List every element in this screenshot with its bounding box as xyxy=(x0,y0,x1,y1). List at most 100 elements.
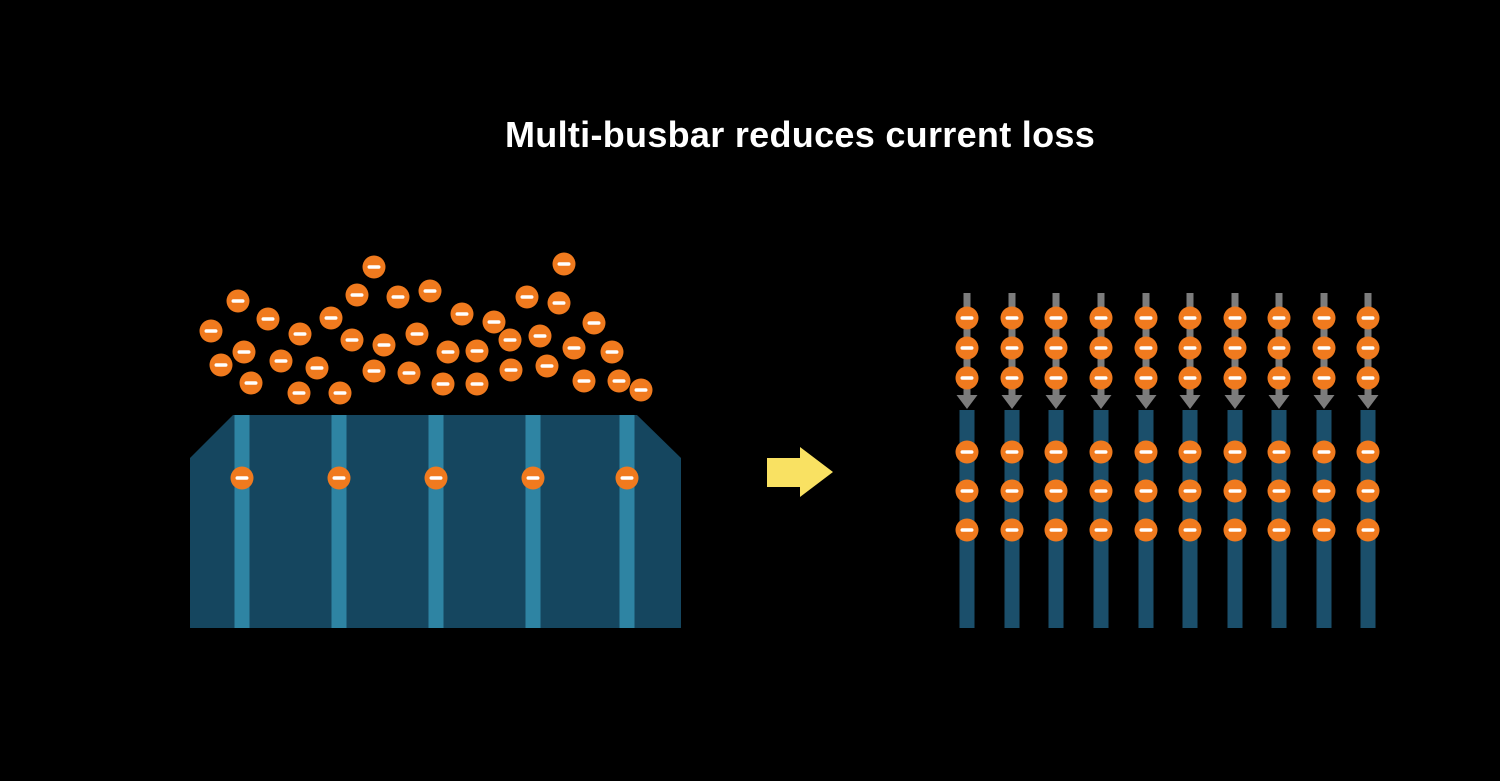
electron-minus xyxy=(1049,450,1063,454)
electron-icon xyxy=(582,311,606,335)
electron-icon xyxy=(362,255,386,279)
electron-minus xyxy=(960,316,974,320)
electron-minus xyxy=(1361,316,1375,320)
electron-minus xyxy=(1361,528,1375,532)
electron-icon xyxy=(1000,336,1024,360)
electron-icon xyxy=(1267,479,1291,503)
electron-minus xyxy=(960,376,974,380)
electron-minus xyxy=(960,450,974,454)
electron-icon xyxy=(436,340,460,364)
electron-icon xyxy=(450,302,474,326)
electron-icon xyxy=(431,372,455,396)
flow-arrow-head-icon xyxy=(1268,395,1290,409)
electron-minus xyxy=(1094,489,1108,493)
busbar-stripe xyxy=(428,415,444,628)
electron-minus xyxy=(1317,450,1331,454)
electron-icon xyxy=(1312,306,1336,330)
electron-minus xyxy=(1272,528,1286,532)
electron-icon xyxy=(362,359,386,383)
electron-minus xyxy=(526,476,540,480)
electron-icon xyxy=(230,466,254,490)
electron-minus xyxy=(367,265,381,269)
busbar-stripe xyxy=(619,415,635,628)
electron-minus xyxy=(1183,528,1197,532)
electron-icon xyxy=(1178,336,1202,360)
electron-icon xyxy=(372,333,396,357)
electron-icon xyxy=(1000,306,1024,330)
electron-icon xyxy=(226,289,250,313)
electron-icon xyxy=(1223,366,1247,390)
electron-icon xyxy=(1178,366,1202,390)
electron-minus xyxy=(441,350,455,354)
electron-minus xyxy=(235,476,249,480)
electron-minus xyxy=(274,359,288,363)
electron-icon xyxy=(600,340,624,364)
flow-arrow-head-icon xyxy=(1135,395,1157,409)
electron-minus xyxy=(1049,489,1063,493)
electron-icon xyxy=(1267,336,1291,360)
electron-minus xyxy=(470,349,484,353)
electron-minus xyxy=(345,338,359,342)
electron-icon xyxy=(629,378,653,402)
electron-minus xyxy=(587,321,601,325)
electron-minus xyxy=(1317,346,1331,350)
electron-icon xyxy=(499,358,523,382)
electron-minus xyxy=(1005,528,1019,532)
electron-icon xyxy=(562,336,586,360)
electron-minus xyxy=(1139,346,1153,350)
electron-minus xyxy=(367,369,381,373)
electron-minus xyxy=(605,350,619,354)
electron-minus xyxy=(1272,489,1286,493)
electron-minus xyxy=(960,528,974,532)
electron-minus xyxy=(436,382,450,386)
electron-icon xyxy=(327,466,351,490)
electron-icon xyxy=(345,283,369,307)
electron-minus xyxy=(1361,346,1375,350)
transition-arrow-icon xyxy=(767,447,833,497)
electron-minus xyxy=(1139,450,1153,454)
electron-icon xyxy=(955,366,979,390)
electron-minus xyxy=(231,299,245,303)
electron-minus xyxy=(332,476,346,480)
electron-icon xyxy=(528,324,552,348)
electron-icon xyxy=(1134,518,1158,542)
flow-arrow-head-icon xyxy=(1001,395,1023,409)
electron-minus xyxy=(1049,316,1063,320)
electron-minus xyxy=(237,350,251,354)
electron-minus xyxy=(620,476,634,480)
electron-icon xyxy=(955,336,979,360)
electron-icon xyxy=(1223,336,1247,360)
electron-icon xyxy=(1356,518,1380,542)
electron-icon xyxy=(1312,479,1336,503)
electron-icon xyxy=(1000,440,1024,464)
electron-icon xyxy=(547,291,571,315)
electron-minus xyxy=(391,295,405,299)
electron-minus xyxy=(540,364,554,368)
electron-minus xyxy=(1049,346,1063,350)
electron-icon xyxy=(405,322,429,346)
electron-icon xyxy=(386,285,410,309)
electron-minus xyxy=(1139,316,1153,320)
electron-minus xyxy=(402,371,416,375)
electron-minus xyxy=(1183,316,1197,320)
flow-arrow-head-icon xyxy=(1090,395,1112,409)
electron-icon xyxy=(1044,366,1068,390)
electron-icon xyxy=(1044,306,1068,330)
electron-minus xyxy=(487,320,501,324)
electron-minus xyxy=(1094,528,1108,532)
electron-minus xyxy=(292,391,306,395)
flow-arrow-head-icon xyxy=(1313,395,1335,409)
electron-icon xyxy=(1356,479,1380,503)
electron-icon xyxy=(955,306,979,330)
electron-minus xyxy=(520,295,534,299)
electron-minus xyxy=(410,332,424,336)
electron-icon xyxy=(209,353,233,377)
electron-icon xyxy=(239,371,263,395)
electron-minus xyxy=(1094,346,1108,350)
electron-minus xyxy=(204,329,218,333)
electron-icon xyxy=(1178,306,1202,330)
electron-icon xyxy=(1312,440,1336,464)
electron-minus xyxy=(1139,376,1153,380)
